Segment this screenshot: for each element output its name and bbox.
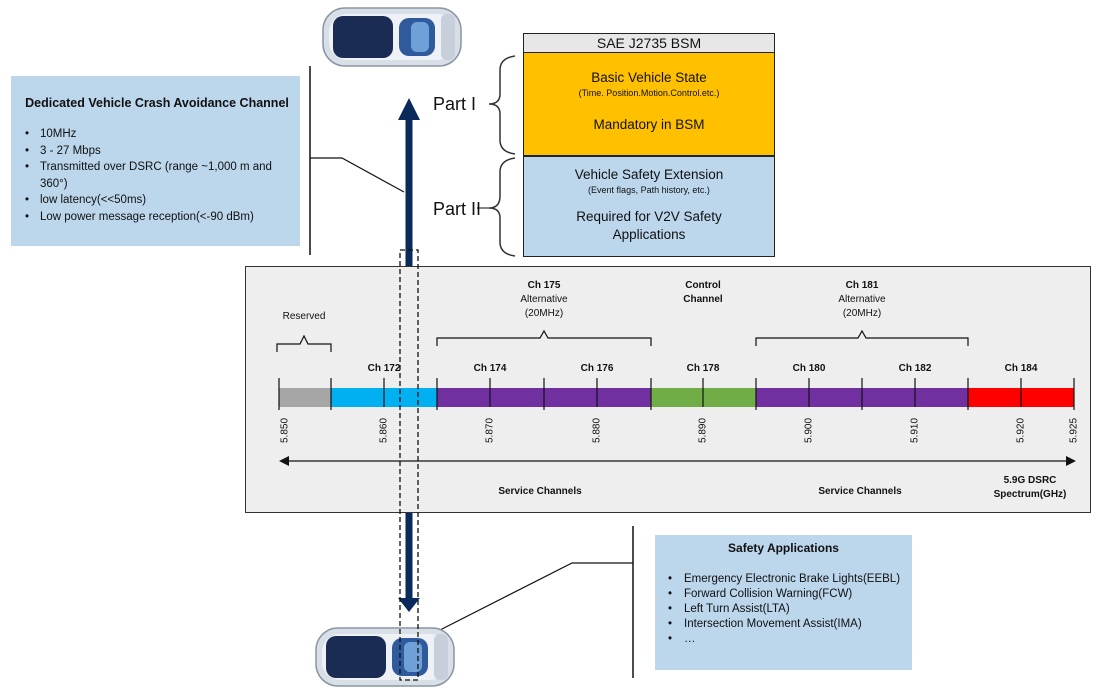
control-label-2: Channel [683,294,723,305]
part1-note: Mandatory in BSM [593,117,705,132]
part2-title: Vehicle Safety Extension [574,167,724,182]
list-item: Emergency Electronic Brake Lights(EEBL) [666,572,906,587]
channel-label: Ch 178 [686,363,720,374]
axis-label-2: Spectrum(GHz) [993,489,1067,500]
list-item: low latency(<<50ms) [22,192,294,209]
channel-label: Ch 172 [367,363,401,374]
channel-label: Ch 182 [898,363,932,374]
car-bottom-icon [315,627,455,687]
list-item: Left Turn Assist(LTA) [666,602,906,617]
list-item: … [666,632,906,647]
list-item: Low power message reception(<-90 dBm) [22,209,294,226]
ch181-bracket [755,329,969,346]
freq-label: 5.910 [909,417,921,444]
part2-label: Part II [433,199,482,219]
list-item: Transmitted over DSRC (range ~1,000 m an… [22,159,294,192]
dashed-channel-marker [399,249,419,681]
freq-label: 5.920 [1015,417,1027,444]
bsm-part1-box: Basic Vehicle State (Time. Position.Moti… [523,53,775,156]
channel-label: Ch 184 [1004,363,1038,374]
list-item: Forward Collision Warning(FCW) [666,587,906,602]
list-item: 3 - 27 Mbps [22,143,294,160]
freq-label: 5.880 [591,417,603,444]
freq-label: 5.870 [484,417,496,444]
ch175-bracket [436,329,652,346]
part1-brace [488,55,516,155]
part2-sub: (Event flags, Path history, etc.) [588,185,710,195]
reserved-band [279,388,331,407]
bsm-header: SAE J2735 BSM [523,33,775,53]
part2-note: Required for V2V Safety Applications [576,209,722,242]
part1-label: Part I [433,94,477,114]
band-ticks [278,378,1075,410]
safety-apps-title: Safety Applications [728,541,839,555]
service-channels-left: Service Channels [498,486,582,497]
freq-label: 5.890 [697,417,709,444]
freq-label: 5.925 [1068,417,1080,444]
service-channels-right: Service Channels [818,486,902,497]
crash-channel-title: Dedicated Vehicle Crash Avoidance Channe… [25,96,289,110]
list-item: Intersection Movement Assist(IMA) [666,617,906,632]
freq-label: 5.860 [378,417,390,444]
safety-apps-list: Emergency Electronic Brake Lights(EEBL) … [666,572,906,647]
reserved-bracket [276,334,332,352]
crash-box-connector [310,157,405,193]
car-top-icon [322,7,462,67]
list-item: 10MHz [22,126,294,143]
ch175-sub1: Alternative [520,294,568,305]
ch175-title: Ch 175 [527,280,561,291]
safety-box-connector [439,562,633,631]
ch175-sub2: (20MHz) [524,308,564,319]
freq-label: 5.900 [803,417,815,444]
part1-sub: (Time. Position.Motion.Control.etc.) [578,88,720,98]
ch181-sub2: (20MHz) [842,308,882,319]
bsm-part2-box: Vehicle Safety Extension (Event flags, P… [523,156,775,257]
ch181-sub1: Alternative [838,294,886,305]
reserved-label: Reserved [282,311,326,322]
crash-channel-list: 10MHz 3 - 27 Mbps Transmitted over DSRC … [22,126,294,225]
part1-title: Basic Vehicle State [591,70,707,85]
channel-label: Ch 176 [580,363,614,374]
channel-label: Ch 180 [792,363,826,374]
freq-label: 5.850 [279,417,291,444]
ch181-title: Ch 181 [845,280,879,291]
control-label-1: Control [685,280,721,291]
spectrum-axis-arrow [279,456,1076,466]
axis-label-1: 5.9G DSRC [1003,475,1057,486]
channel-label: Ch 174 [473,363,507,374]
